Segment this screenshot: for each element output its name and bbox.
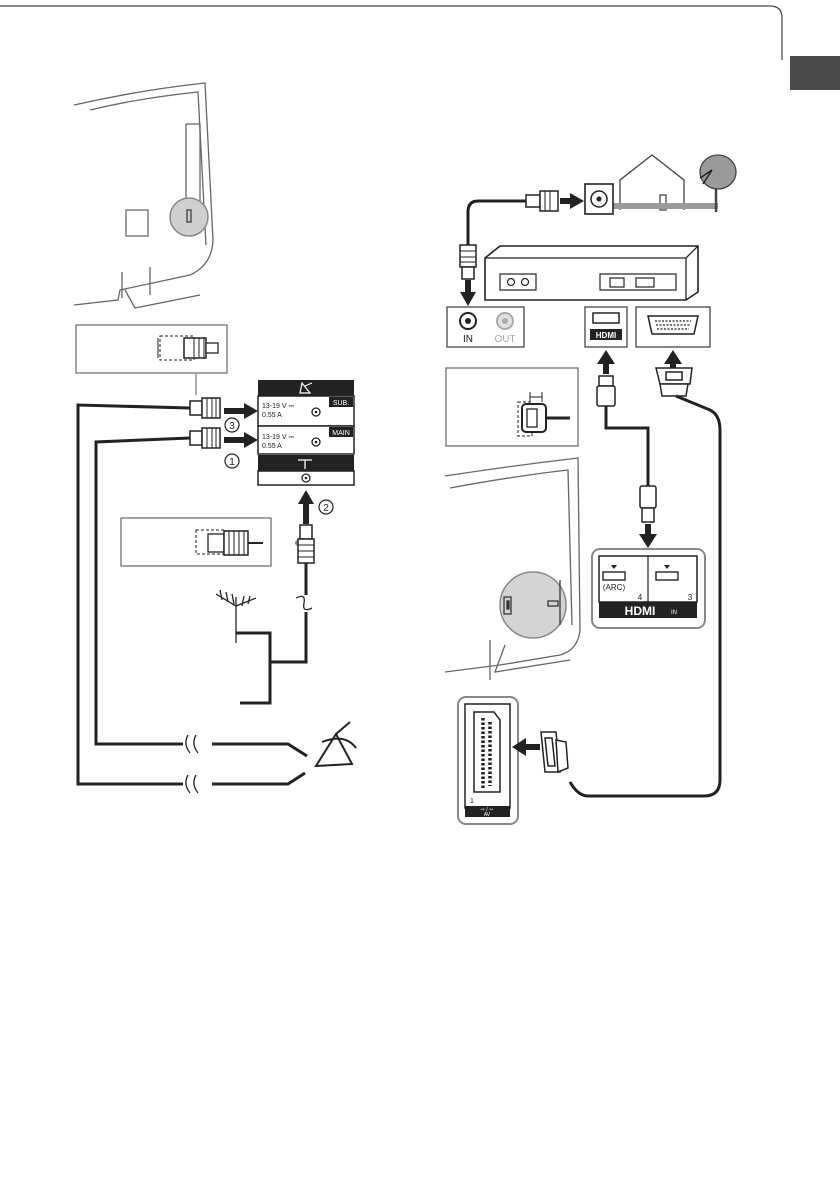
scart-av-label: AV [484, 812, 491, 818]
step-1-badge: 1 [225, 454, 239, 468]
socket-arrow [560, 193, 584, 209]
cable-break-marks [186, 596, 312, 793]
tv-hdmi-panel: (ARC) 4 3 HDMI IN [592, 549, 705, 628]
terrestrial-antenna-icon [216, 590, 256, 643]
hdmi-plug-icon [597, 376, 615, 406]
tv-rear-icon [74, 83, 213, 308]
hdmi-up-arrow [597, 350, 615, 374]
hdmi-port-4 [603, 572, 625, 580]
sub-spec-line1: 13-19 V ⎓ [262, 403, 294, 410]
main-spec-line1: 13-19 V ⎓ [262, 434, 294, 441]
page-corner-rule [0, 6, 782, 60]
antenna-input-panel [258, 455, 354, 485]
hdmi-in-logo: HDMI [625, 604, 656, 618]
house-icon [620, 155, 684, 210]
scart-number: 1 [470, 798, 474, 805]
hdmi-plug-icon [640, 486, 656, 522]
set-top-box-icon [485, 246, 698, 300]
sub-tag: SUB. [333, 400, 349, 407]
main-spec-line2: 0.55 A [262, 443, 282, 450]
stb-rf-panel: IN OUT [447, 307, 524, 347]
step-3-badge: 3 [225, 418, 239, 432]
hdmi-logo: HDMI [596, 331, 616, 340]
arc-label: (ARC) [603, 583, 626, 592]
svg-text:1: 1 [229, 457, 235, 468]
coax-plug-icon [526, 191, 558, 211]
out-label: OUT [494, 334, 515, 345]
main-tag: MAIN [332, 430, 350, 437]
port-area-magnifier [500, 572, 566, 638]
satellite-input-panel: 13-19 V ⎓ 0.55 A SUB. 13-19 V ⎓ 0.55 A M… [258, 380, 354, 454]
sub-spec-line2: 0.55 A [262, 412, 282, 419]
stb-antenna-cable [468, 201, 526, 245]
hdmi-down-arrow [639, 524, 657, 548]
coax-plug-icon [298, 525, 314, 563]
tv-rear-icon [445, 458, 580, 680]
in-arrow [460, 280, 476, 306]
plug-length-inset [76, 325, 227, 373]
port-area-magnifier [170, 198, 208, 236]
port-3-number: 3 [688, 593, 693, 602]
wall-socket-icon [585, 184, 613, 214]
hdmi-in-label: IN [671, 610, 677, 616]
coax-plug-icon [460, 245, 476, 279]
section-tab [790, 56, 840, 90]
hdmi-cable [606, 406, 648, 486]
scart-plug-icon [656, 368, 692, 396]
scart-plug-icon [541, 732, 568, 772]
port-4-number: 4 [638, 593, 643, 602]
hdmi-port-3 [656, 572, 678, 580]
in-label: IN [463, 334, 473, 345]
antenna-cable [270, 563, 306, 662]
antenna-cable-bracket [236, 633, 270, 703]
svg-text:2: 2 [323, 503, 329, 514]
satellite-dish-icon [316, 722, 356, 766]
f-connector-icon [190, 398, 220, 448]
step-2-badge: 2 [319, 500, 333, 514]
stb-hdmi-panel: HDMI [585, 307, 627, 347]
svg-text:3: 3 [229, 421, 235, 432]
tv-scart-panel: 1 ⇨ / ⇦ AV [458, 697, 518, 824]
stb-scart-panel [636, 307, 710, 347]
hdmi-plug-inset [446, 368, 578, 446]
coax-plug-inset [121, 518, 271, 566]
